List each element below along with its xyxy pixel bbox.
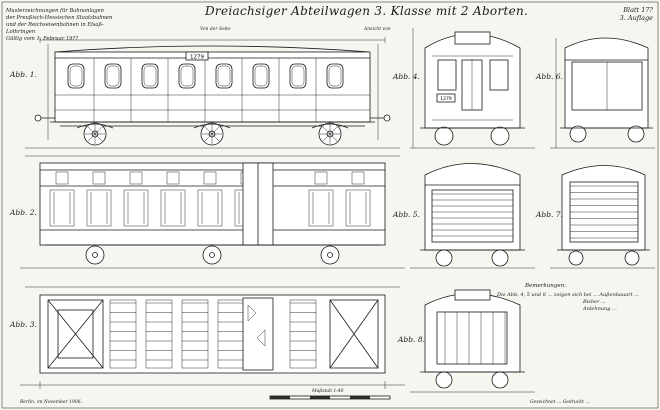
seat-bay (345, 189, 371, 227)
bench (145, 299, 173, 369)
luggage-rack (92, 171, 106, 185)
wheel-spoke (211, 126, 220, 135)
side-window-inner (254, 65, 268, 87)
luggage-rack (129, 171, 143, 185)
wheel-spoke (322, 133, 331, 142)
seat-bay (123, 189, 149, 227)
luggage-rack (314, 171, 328, 185)
top-left-note-line-1: Musterzeichnungen für Bahnanlagen (6, 8, 104, 14)
side-window-inner (69, 65, 83, 87)
side-window (252, 63, 270, 89)
scale-label: Maßstab 1:40 (312, 389, 344, 394)
longitudinal-section (20, 155, 405, 269)
seat-bay (49, 189, 75, 227)
side-window (67, 63, 85, 89)
luggage-rack (203, 171, 217, 185)
fig2-label: Abb. 2. (10, 208, 37, 217)
sheet-info: Blatt 17? 3. Auflage (603, 6, 653, 22)
floor-plan (20, 286, 405, 389)
leaf-spring (311, 123, 349, 129)
seat-bay (197, 189, 223, 227)
wheel-spoke (211, 133, 220, 142)
view-label-end: Ansicht von (364, 27, 391, 32)
fig5-label: Abb. 5. (393, 210, 420, 219)
view-label-side: Von der Seite (200, 27, 231, 32)
end-car-number: 1279 (440, 96, 452, 102)
remarks-line-1: Die Abb. 4, 5 und 8 ... zeigen sich bei … (497, 292, 639, 298)
wheel-spoke (329, 133, 338, 142)
seat-bay (86, 189, 112, 227)
wheel-spoke (94, 126, 103, 135)
leaf-spring (193, 123, 231, 129)
footer-right: Gezeichnet ... Gedruckt ... (530, 400, 590, 405)
wheel-spoke (87, 126, 96, 135)
bench (181, 299, 209, 369)
side-window-inner (291, 65, 305, 87)
remarks-line-2: Bisher ... (583, 299, 606, 305)
side-window (141, 63, 159, 89)
wheel-spoke (329, 126, 338, 135)
side-window (289, 63, 307, 89)
side-window (215, 63, 233, 89)
top-left-note-line-3: und der Reichseisenbahnen in Elsaß-Lothr… (6, 22, 104, 35)
fig1-label: Abb. 1. (10, 70, 37, 79)
fig6-label: Abb. 6. (536, 72, 563, 81)
top-left-note-line-2: der Preußisch-Hessischen Staatsbahnen (6, 15, 113, 21)
section-wc (410, 289, 535, 393)
seat-bay (308, 189, 334, 227)
wheel-spoke (94, 133, 103, 142)
fig4-label: Abb. 4. (393, 72, 420, 81)
end-elevation-opposite (550, 37, 655, 149)
fig8-label: Abb. 8. (398, 335, 425, 344)
seat-bay (160, 189, 186, 227)
side-window-inner (217, 65, 231, 87)
bench (289, 299, 317, 369)
leaf-spring (76, 123, 114, 129)
side-window-inner (143, 65, 157, 87)
drawing-title: Dreiachsiger Abteilwagen 3. Klasse mit 2… (205, 4, 529, 18)
luggage-rack (351, 171, 365, 185)
wheel-spoke (87, 133, 96, 142)
luggage-rack (55, 171, 69, 185)
cross-section-opposite (550, 165, 655, 269)
side-window-inner (328, 65, 342, 87)
wheel-hub (92, 252, 98, 258)
side-window-inner (180, 65, 194, 87)
luggage-rack (166, 171, 180, 185)
wheel-spoke (322, 126, 331, 135)
side-window-inner (106, 65, 120, 87)
car-number-plate: 1279 (190, 55, 204, 61)
sheet-edition: 3. Auflage (619, 14, 653, 22)
wheel (202, 245, 222, 265)
remarks-line-3: Anlehnung ... (583, 306, 617, 312)
top-left-note-line-4: Gültig vom 1. Februar 19?? (6, 36, 78, 42)
cross-section (410, 163, 535, 269)
remarks-body: Die Abb. 4, 5 und 8 ... zeigen sich bei … (497, 292, 657, 313)
wheel (85, 245, 105, 265)
end-elevation: 1279 (410, 28, 535, 149)
footer-left: Berlin, im November 1906. (20, 400, 83, 405)
side-window (104, 63, 122, 89)
fig3-label: Abb. 3. (10, 320, 37, 329)
fig7-label: Abb. 7. (536, 210, 563, 219)
scale-bar (269, 395, 391, 400)
bench (109, 299, 137, 369)
wheel (320, 245, 340, 265)
wheel-hub (209, 252, 215, 258)
wheel-hub (327, 252, 333, 258)
side-window (178, 63, 196, 89)
side-elevation: 1279 (25, 37, 400, 149)
remarks-heading: Bemerkungen: (525, 283, 566, 289)
wheel-spoke (204, 126, 213, 135)
side-window (326, 63, 344, 89)
top-left-note: Musterzeichnungen für Bahnanlagen der Pr… (6, 8, 116, 43)
sheet-number: Blatt 17? (623, 6, 653, 14)
wheel-spoke (204, 133, 213, 142)
